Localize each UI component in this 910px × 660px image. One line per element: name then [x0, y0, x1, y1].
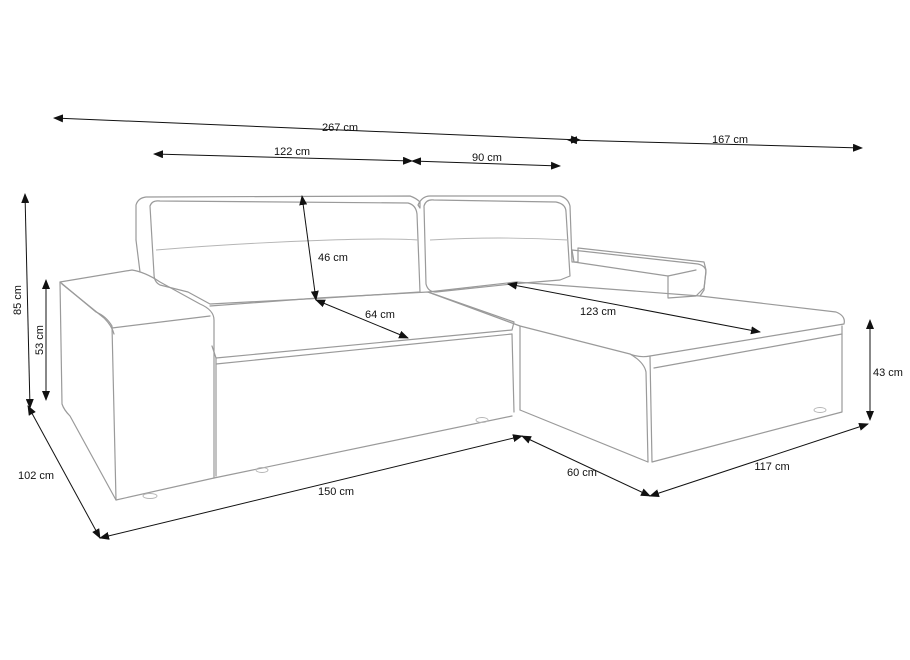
main-back-width-dimension-line [153, 150, 413, 165]
chaise-side-dimension-line [649, 423, 869, 497]
armrest-height-label: 53 cm [34, 325, 46, 355]
left-back-cushion [149, 200, 421, 305]
base-width-label: 150 cm [318, 486, 354, 498]
total-height-dimension-line [21, 193, 34, 409]
dimension-labels: 267 cm 167 cm 122 cm 90 cm 46 cm 64 cm 123 cm 8… [12, 122, 903, 498]
back-frame [135, 195, 707, 297]
total-width-label: 267 cm [322, 122, 358, 134]
seat-depth-label: 64 cm [365, 309, 395, 321]
chaise-side-label: 117 cm [754, 461, 789, 473]
depth-label: 102 cm [18, 470, 54, 482]
chaise-length-dimension-line [507, 281, 761, 335]
total-width-dimension-line [53, 114, 581, 144]
corner-back-width-dimension-line [411, 157, 561, 170]
chaise-length-label: 123 cm [580, 306, 616, 318]
chaise-width-dimension-line [521, 435, 651, 497]
corner-sofa-outline [59, 195, 845, 501]
chaise-depth-label: 167 cm [712, 134, 748, 146]
depth-dimension-line [27, 405, 101, 539]
back-height-label: 46 cm [318, 252, 348, 264]
chaise-width-label: 60 cm [567, 467, 597, 479]
main-back-width-label: 122 cm [274, 146, 310, 158]
back-height-dimension-line [299, 195, 319, 301]
seat-depth-dimension-line [315, 299, 409, 339]
chaise-seat [427, 281, 845, 358]
seat-height-label: 43 cm [873, 367, 903, 379]
left-armrest [59, 269, 215, 501]
dimension-lines [21, 114, 874, 540]
chaise-depth-dimension-line [567, 136, 863, 152]
right-back-cushion [423, 199, 571, 293]
total-height-label: 85 cm [12, 285, 24, 315]
base-width-dimension-line [99, 434, 523, 540]
corner-back-width-label: 90 cm [472, 152, 502, 164]
